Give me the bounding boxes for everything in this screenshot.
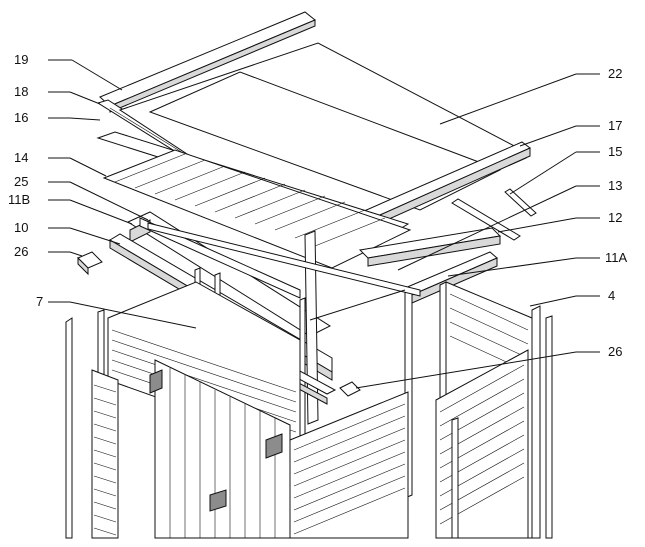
part-26-block: [77, 251, 103, 276]
label-25: 25: [14, 174, 28, 189]
label-10: 10: [14, 220, 28, 235]
label-18: 18: [14, 84, 28, 99]
part-15-batten: [504, 188, 537, 217]
leader-lines: [48, 59, 600, 389]
label-13: 13: [608, 178, 622, 193]
corner-post-right: [531, 305, 553, 539]
front-door: [149, 359, 291, 539]
label-12: 12: [608, 210, 622, 225]
right-front-panel: [435, 349, 529, 539]
part-labels: 19 18 16 14 25 11B 10 26 7 22 17 15 13 1…: [8, 52, 627, 359]
label-11A: 11A: [605, 250, 627, 265]
label-16: 16: [14, 110, 28, 125]
part-11A-top-beam: [404, 251, 498, 304]
label-22: 22: [608, 66, 622, 81]
part-14-roof-boards: [102, 149, 412, 269]
label-26: 26: [14, 244, 28, 259]
label-11B: 11B: [8, 192, 30, 207]
part-13-rafter: [451, 198, 521, 241]
label-14: 14: [14, 150, 28, 165]
label-26-right: 26: [608, 344, 622, 359]
part-12-cross-beam: [358, 227, 502, 267]
left-side-wall: [65, 317, 119, 539]
front-right-wall: [289, 391, 409, 539]
label-19: 19: [14, 52, 28, 67]
label-7: 7: [36, 294, 43, 309]
label-4: 4: [608, 288, 615, 303]
part-25-frame: [139, 217, 301, 299]
label-17: 17: [608, 118, 622, 133]
label-15: 15: [608, 144, 622, 159]
part-26-block-right: [339, 381, 361, 397]
